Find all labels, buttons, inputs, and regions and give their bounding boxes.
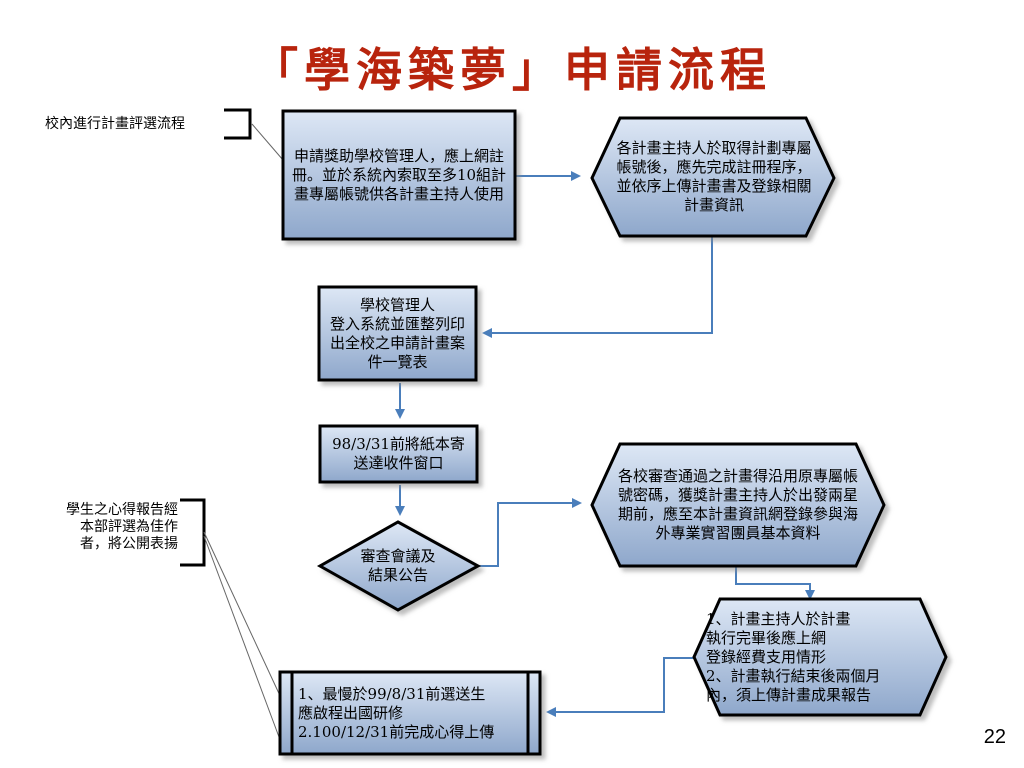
upload-plan-hexagon xyxy=(590,116,836,238)
review-diamond xyxy=(316,520,482,612)
register-text: 申請獎助學校管理人，應上網註冊。並於系統內索取至多10組計畫專屬帳號供各計畫主持… xyxy=(291,146,507,203)
upload-plan-text: 各計畫主持人於取得計劃專屬帳號後，應先完成註冊程序，並依序上傳計畫書及登錄相關計… xyxy=(616,139,812,214)
page-title: 「學海築夢」申請流程 xyxy=(252,43,772,97)
student-submit-box xyxy=(278,670,542,756)
mail-docs-box xyxy=(318,424,479,484)
note-student-report: 學生之心得報告經 本部評選為佳作 者，將公開表揚 xyxy=(66,502,178,552)
login-members-text: 各校審查通過之計畫得沿用原專屬帳號密碼，獲獎計畫主持人於出發兩星期前，應至本計畫… xyxy=(617,467,858,542)
connectors xyxy=(395,171,815,717)
note-bracket-top xyxy=(224,108,284,161)
student-submit-text: 1、最慢於99/8/31前選送生 應啟程出國研修 2.100/12/31前完成心… xyxy=(298,684,495,741)
mail-docs-text: 98/3/31前將紙本寄送達收件窗口 xyxy=(332,435,465,472)
register-box xyxy=(281,109,517,241)
post-report-hexagon xyxy=(692,597,948,717)
print-list-box xyxy=(317,285,478,382)
note-bracket-bottom xyxy=(180,498,283,746)
login-members-hexagon xyxy=(590,442,886,568)
review-text: 審查會議及 結果公告 xyxy=(360,547,436,584)
print-list-text: 學校管理人 登入系統並匯整列印出全校之申請計畫案件一覽表 xyxy=(329,295,465,371)
post-report-text: 1、計畫主持人於計畫 執行完畢後應上網 登錄經費支用情形 2、計畫執行結束後兩個… xyxy=(706,609,881,704)
note-school-review: 校內進行計畫評選流程 xyxy=(45,116,185,132)
page-number: 22 xyxy=(983,726,1006,748)
